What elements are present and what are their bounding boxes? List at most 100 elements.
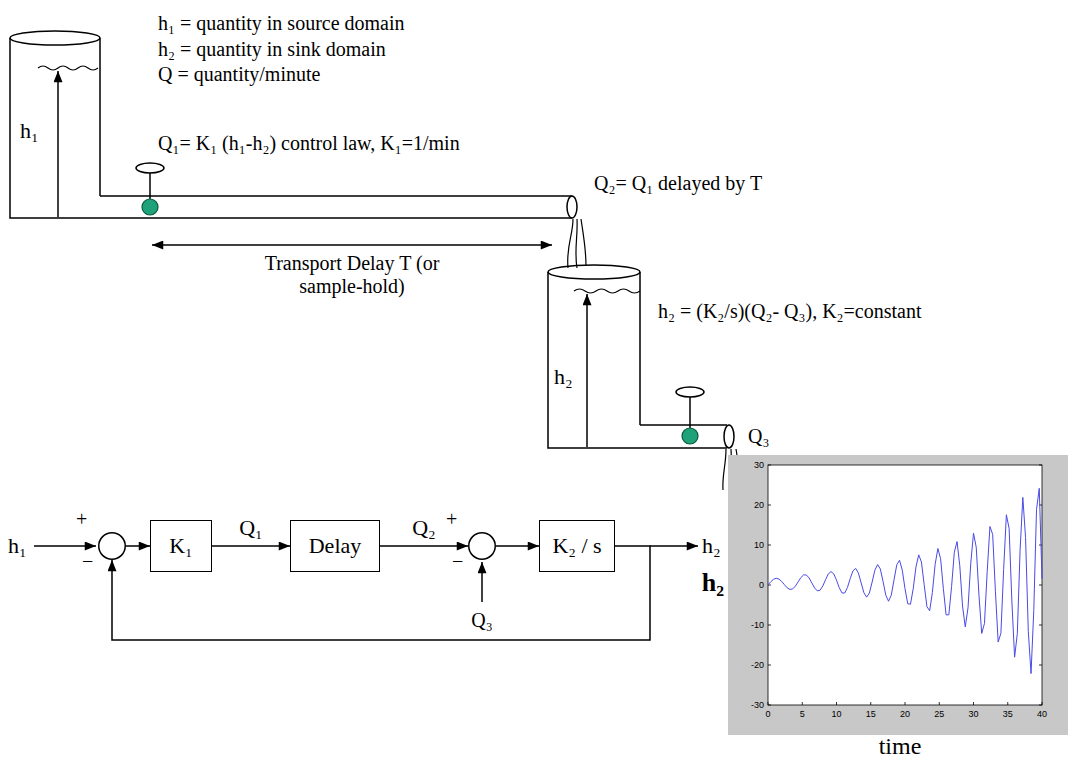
axis-tick	[768, 702, 769, 705]
axis-tick-label: 10	[831, 709, 841, 719]
axis-tick	[1042, 702, 1043, 705]
equation-note: Q₂= Q₁ delayed by T	[594, 172, 762, 195]
axis-tick	[768, 705, 771, 706]
sign-label: −	[452, 550, 463, 573]
axis-tick-label: 20	[754, 500, 764, 510]
junction-outline	[98, 532, 126, 560]
axis-tick	[1007, 702, 1008, 705]
axis-tick	[1039, 665, 1042, 666]
block-label: K₂ / s	[552, 533, 601, 558]
pipe-outlet	[724, 425, 734, 448]
summing-junction: +−	[98, 532, 126, 560]
axis-tick-label: 10	[754, 540, 764, 550]
valve-body	[682, 428, 698, 444]
signal-name: Q₁	[237, 515, 265, 540]
axis-tick-label: 5	[800, 709, 805, 719]
valve-stem	[689, 397, 691, 428]
sign-label: +	[76, 508, 87, 531]
gain-block: K₁	[150, 520, 212, 572]
axis-tick	[870, 702, 871, 705]
input-arrow	[34, 545, 96, 547]
axis-tick	[768, 665, 771, 666]
level-arrow	[586, 294, 588, 447]
axis-tick	[1039, 465, 1042, 466]
axis-tick	[905, 702, 906, 705]
axis-tick-label: 40	[1037, 709, 1047, 719]
dimension-label: Transport Delay T (or sample-hold)	[257, 252, 447, 298]
axis-tick-label: 25	[934, 709, 944, 719]
axis-tick	[768, 625, 771, 626]
signal-arrow	[212, 545, 290, 547]
definition-note: h₂ = quantity in sink domain	[158, 38, 386, 61]
axis-tick	[836, 702, 837, 705]
axis-tick	[768, 465, 771, 466]
definition-note: h₁ = quantity in source domain	[158, 12, 405, 35]
definition-note: Q = quantity/minute	[158, 63, 320, 86]
sign-label: −	[82, 550, 93, 573]
axis-tick	[768, 505, 771, 506]
tank-wall	[548, 272, 640, 448]
axis-tick	[939, 702, 940, 705]
disturbance-arrow	[481, 562, 483, 602]
signal-name: Q₂	[410, 515, 438, 540]
response-curve	[768, 488, 1042, 673]
equation-note: Q₁= K₁ (h₁-h₂) control law, K₁=1/min	[158, 132, 460, 155]
signal-name: h₁	[8, 533, 27, 558]
valve-handle	[676, 387, 704, 397]
axis-tick-label: 30	[968, 709, 978, 719]
junction-circle	[99, 533, 126, 560]
summing-junction: +−	[468, 532, 496, 560]
delay-block: Delay	[290, 520, 380, 572]
tank-rim	[10, 31, 100, 45]
water-surface	[38, 66, 98, 70]
axis-tick	[1039, 705, 1042, 706]
axis-title: h₂	[702, 568, 724, 598]
axis-tick-label: 0	[759, 580, 764, 590]
signal-arrow	[380, 545, 468, 547]
plot-curve-group	[768, 465, 1042, 705]
pipe-wall	[640, 447, 727, 449]
output-arrow	[650, 545, 698, 547]
pipe-outlet	[567, 196, 577, 218]
source-tank: h₁	[10, 30, 100, 218]
axis-tick-label: -20	[751, 660, 764, 670]
axis-title: time	[879, 733, 922, 761]
signal-arrow	[496, 545, 539, 547]
signal-arrow	[126, 545, 150, 547]
block-label: h₁	[20, 118, 39, 143]
level-arrow	[57, 71, 59, 217]
water-stream	[723, 449, 726, 490]
block-label: K₁	[169, 533, 193, 558]
axis-tick	[973, 702, 974, 705]
axis-tick-label: 15	[866, 709, 876, 719]
axis-tick-label: 20	[900, 709, 910, 719]
flow-label: Q₃	[748, 425, 769, 448]
axis-tick	[1039, 625, 1042, 626]
axis-tick-label: 30	[754, 460, 764, 470]
plot-axes	[768, 465, 1042, 705]
axis-tick-label: -10	[751, 620, 764, 630]
integrator-block: K₂ / s	[539, 520, 615, 572]
block-label: h₂	[554, 364, 573, 389]
dimension-arrow	[152, 244, 552, 246]
junction-outline	[468, 532, 496, 560]
axis-tick-label: -30	[751, 700, 764, 710]
axis-tick	[802, 702, 803, 705]
axis-tick-label: 0	[765, 709, 770, 719]
axis-tick-label: 35	[1003, 709, 1013, 719]
water-surface	[574, 289, 640, 293]
water-stream	[576, 219, 577, 268]
block-label: Delay	[309, 533, 362, 558]
tank-outline	[548, 264, 640, 448]
signal-name: Q₃	[471, 609, 492, 632]
equation-note: h₂ = (K₂/s)(Q₂- Q₃), K₂=constant	[658, 300, 922, 323]
valve-handle	[136, 163, 164, 173]
tank-rim	[548, 265, 640, 279]
valve-body	[142, 199, 158, 215]
sink-tank: h₂	[548, 264, 640, 448]
signal-name: h₂	[702, 533, 721, 558]
plot-panel	[728, 455, 1068, 735]
